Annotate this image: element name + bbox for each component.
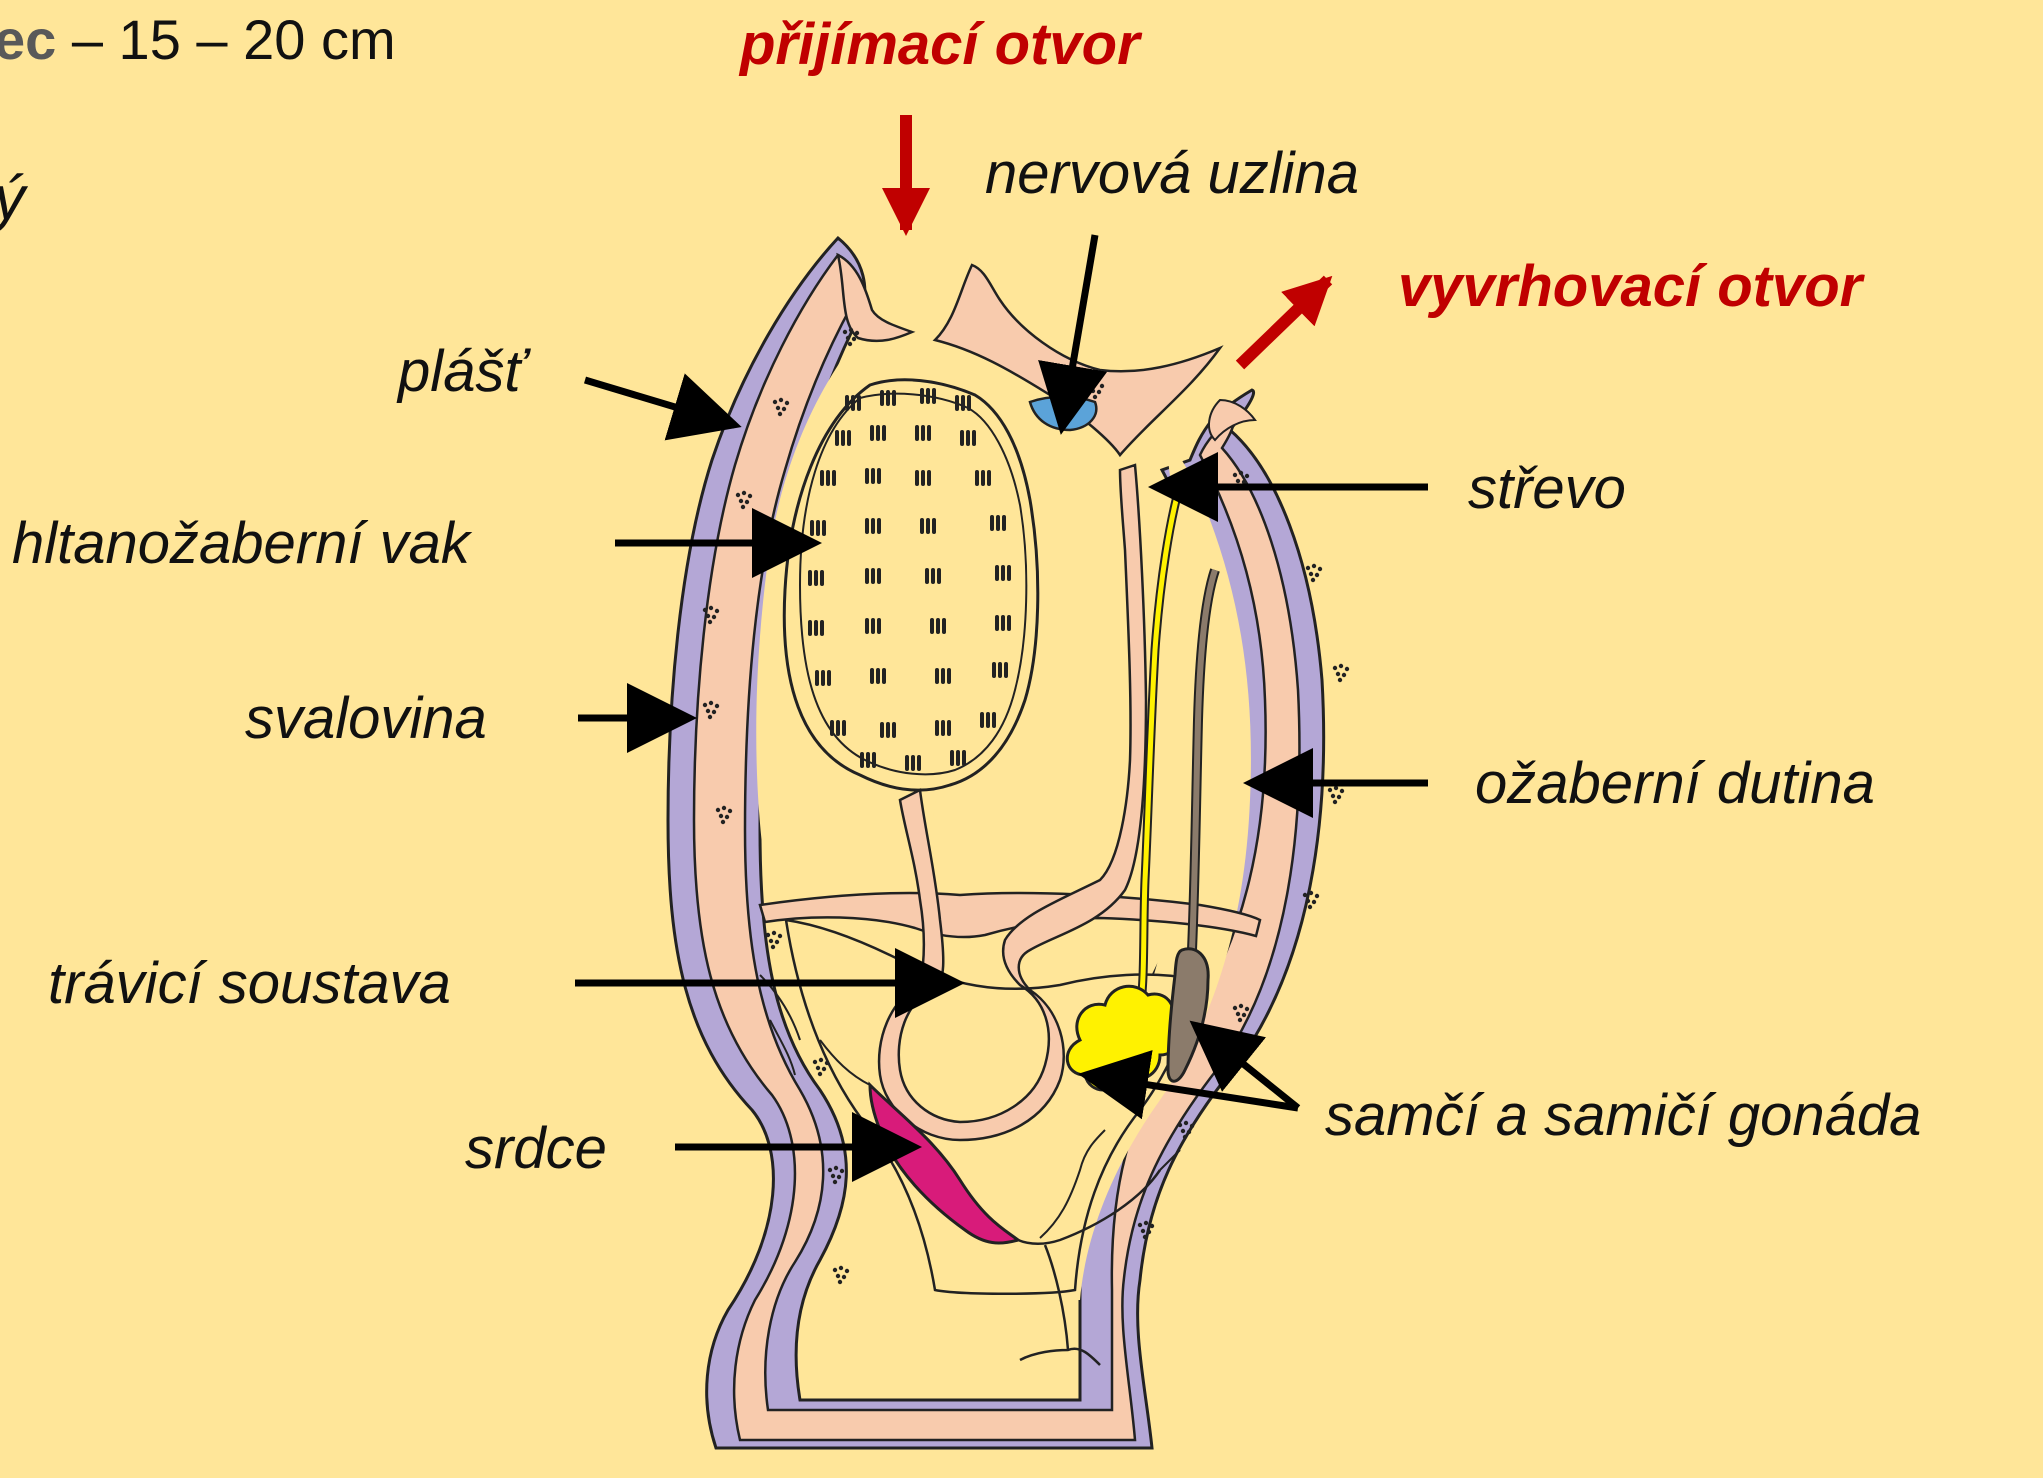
label-intestine: střevo: [1468, 460, 1626, 518]
label-digestive: trávicí soustava: [48, 955, 451, 1013]
exhale-arrow: [1240, 280, 1328, 365]
label-intake: přijímací otvor: [740, 16, 1140, 74]
size-header-prefix: ec: [0, 8, 56, 71]
label-atrial: ožaberní dutina: [1475, 755, 1875, 813]
label-pharynx: hltanožaberní vak: [12, 515, 470, 573]
label-muscle: svalovina: [245, 690, 487, 748]
label-gonads: samčí a samičí gonáda: [1325, 1087, 1921, 1145]
mantle-arrow: [585, 380, 735, 425]
label-exhale: vyvrhovací otvor: [1398, 258, 1862, 316]
label-mantle: plášť: [398, 343, 525, 401]
left-fragment: ý: [0, 168, 25, 230]
label-heart: srdce: [465, 1120, 607, 1178]
label-nerve: nervová uzlina: [985, 145, 1359, 203]
size-header-rest: – 15 – 20 cm: [56, 8, 395, 71]
size-header: ec – 15 – 20 cm: [0, 12, 396, 68]
